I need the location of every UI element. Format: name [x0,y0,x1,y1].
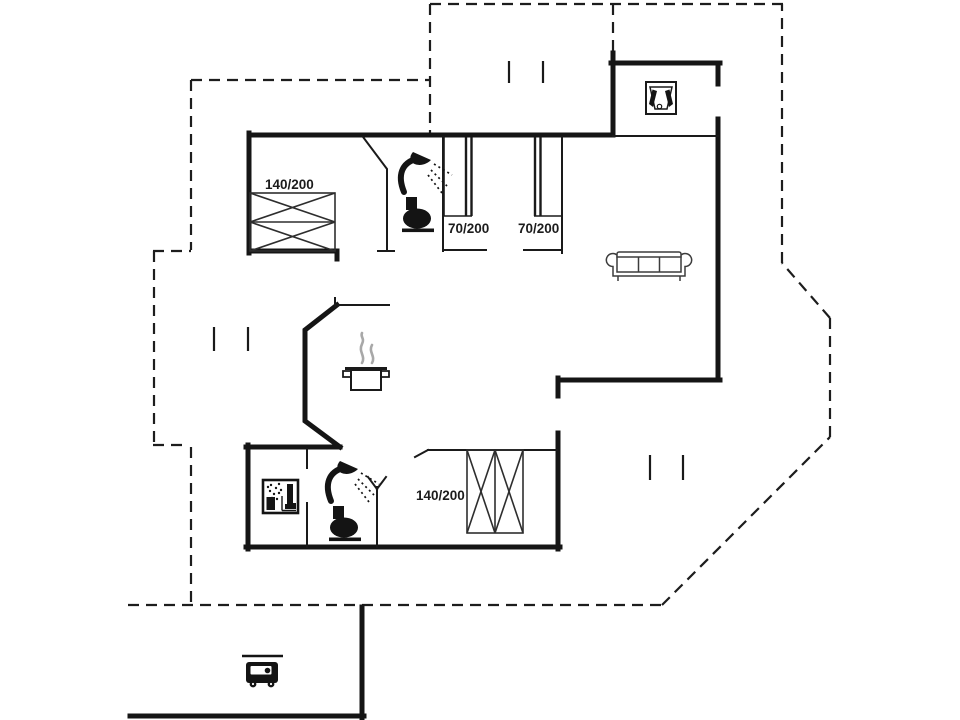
exterior-walls [243,50,723,552]
shower-icon [397,152,453,195]
window-marks [212,61,685,480]
bed-master-top [249,192,336,252]
toilet-icon [402,197,434,233]
bed-double-bottom [466,449,524,534]
bed-size-label-bottom: 140/200 [416,488,465,503]
bed-single-1 [443,137,473,217]
toilet-icon [329,506,361,542]
interior-walls [306,135,719,548]
car-icon [242,654,283,688]
bed-size-label-master: 140/200 [265,177,314,192]
whirlpool-icon [261,478,300,515]
cooking-pot-icon [342,331,390,391]
bed-size-label-single-1: 70/200 [448,221,489,236]
bed-single-2 [533,137,563,217]
bed-size-label-single-2: 70/200 [518,221,559,236]
tv-icon [645,81,677,115]
sofa-icon [605,251,693,281]
carport-walls [127,604,367,720]
terrace-boundary-dashed [128,2,832,607]
